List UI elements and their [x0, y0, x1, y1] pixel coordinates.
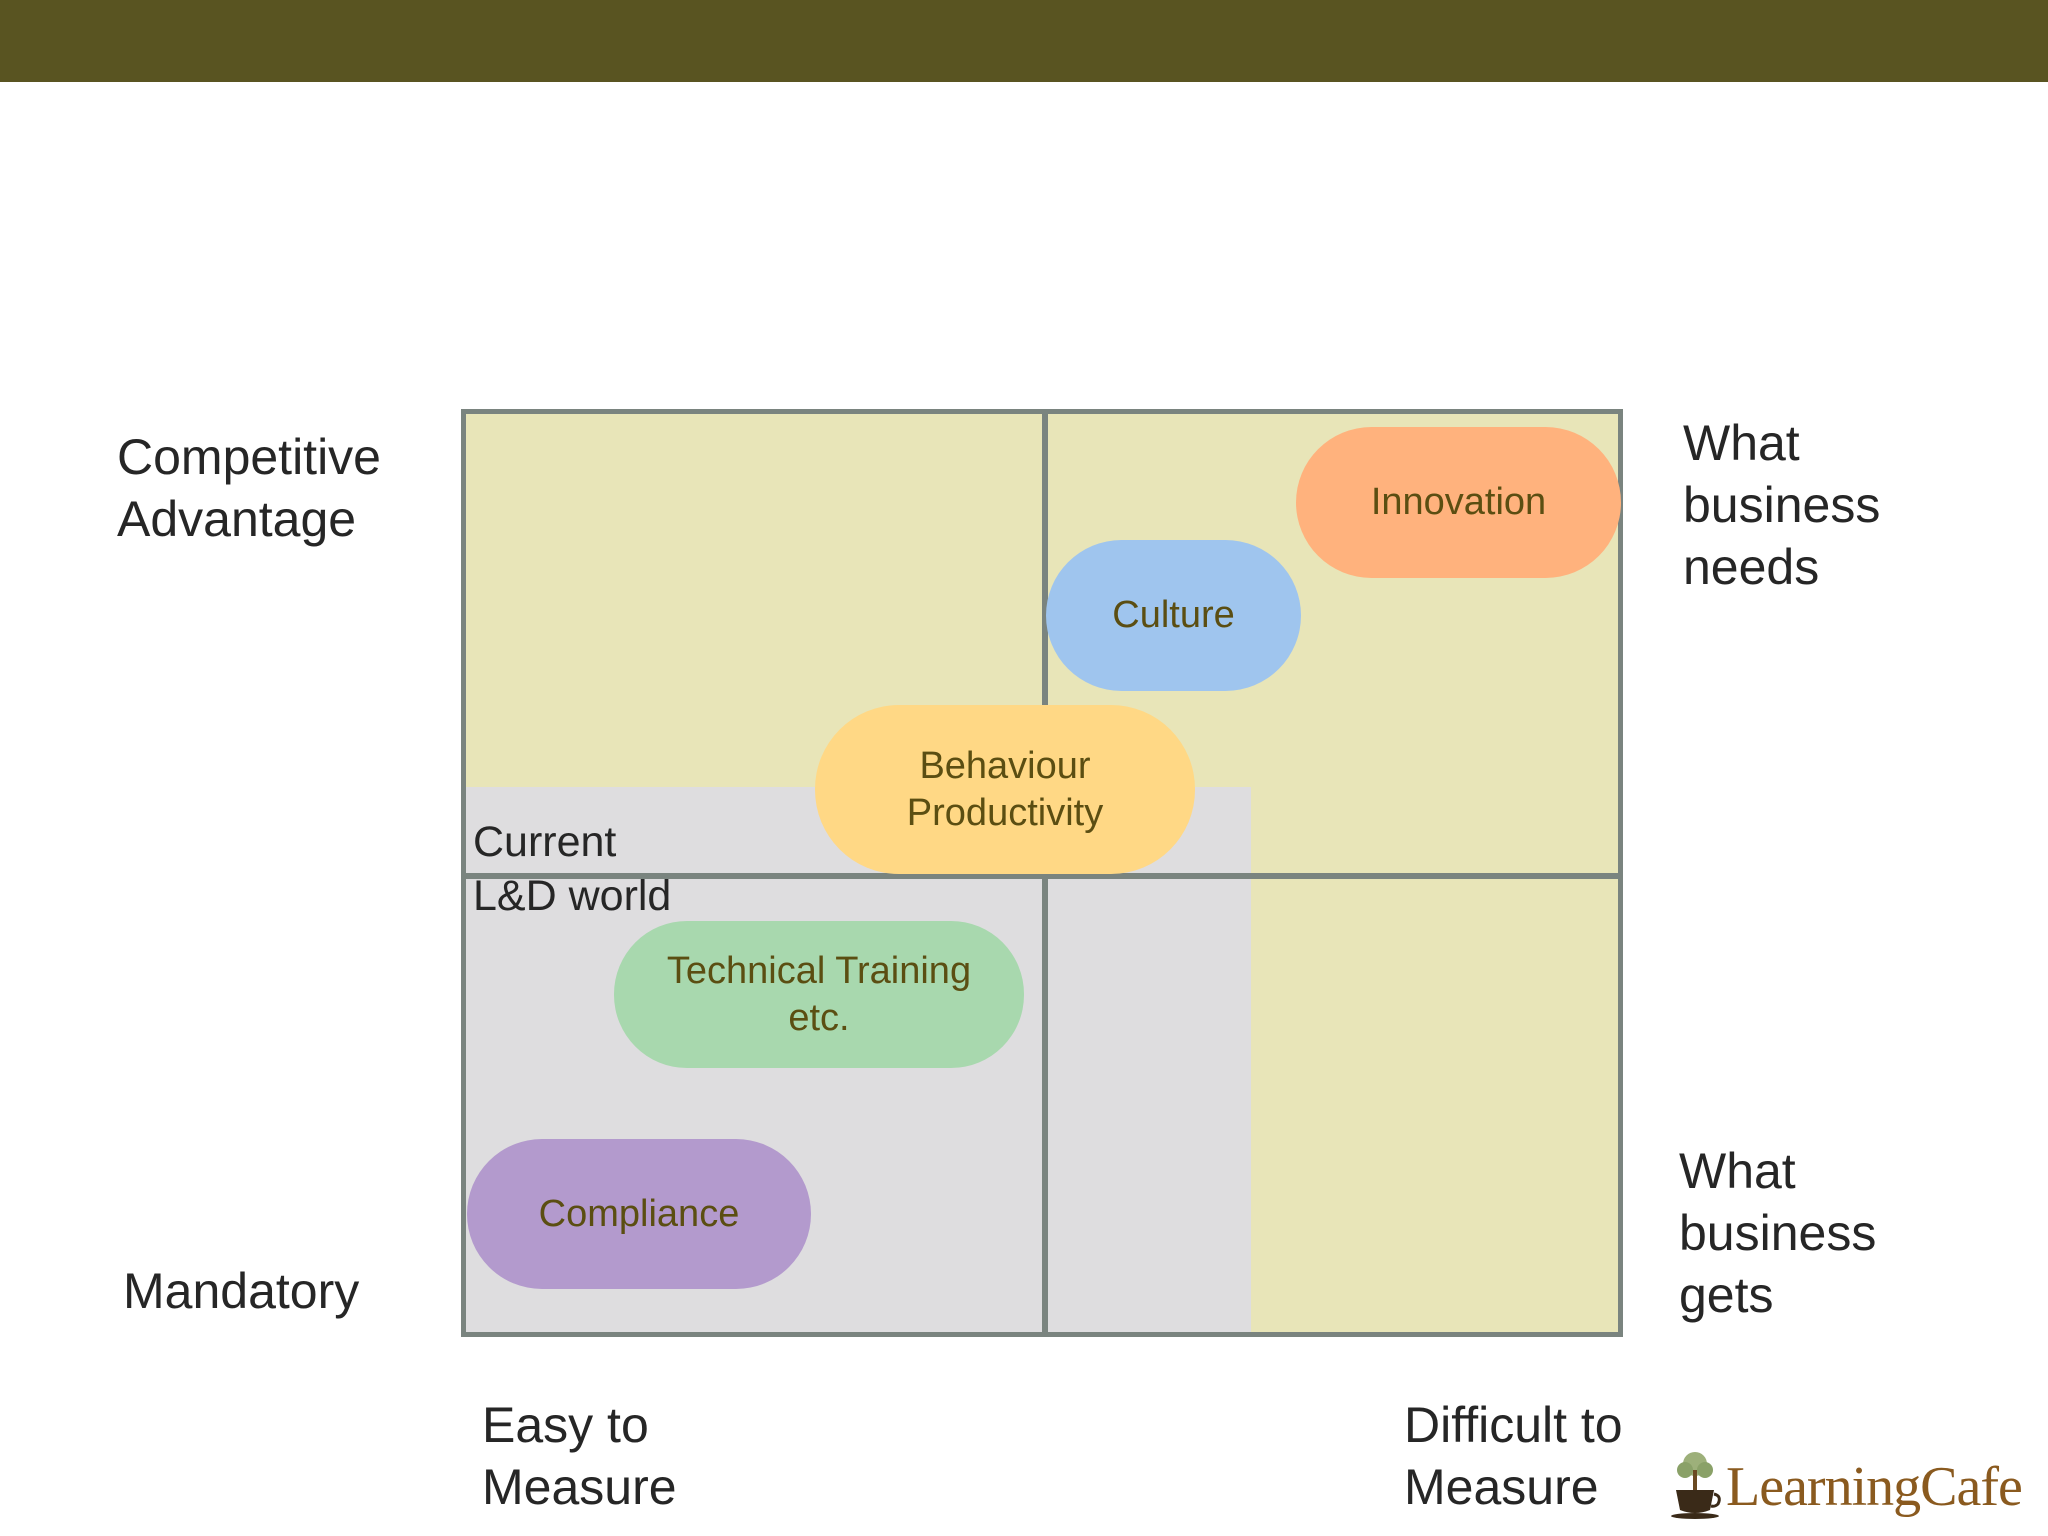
- horizontal-divider: [466, 873, 1618, 879]
- x-axis-right-label: Difficult to Measure: [1404, 1397, 1623, 1515]
- x-axis-left-label: Easy to Measure: [482, 1397, 677, 1515]
- side-label-business-needs: What business needs: [1683, 415, 1881, 595]
- innovation-pill: Innovation: [1296, 427, 1621, 578]
- culture-pill: Culture: [1046, 540, 1301, 691]
- logo-wordmark: LearningCafe: [1726, 1456, 2023, 1518]
- learningcafe-logo: LearningCafe: [1668, 1450, 2038, 1524]
- coffee-cup-tree-icon: [1668, 1450, 1722, 1525]
- behaviour-productivity-pill: Behaviour Productivity: [815, 705, 1195, 874]
- y-axis-bottom-label: Mandatory: [123, 1263, 360, 1319]
- side-label-business-gets: What business gets: [1679, 1143, 1877, 1323]
- current-ld-world-label: Current L&D world: [473, 818, 672, 920]
- top-bar: [0, 0, 2048, 82]
- y-axis-top-label: Competitive Advantage: [117, 429, 381, 547]
- compliance-pill: Compliance: [467, 1139, 811, 1289]
- technical-training-pill: Technical Training etc.: [614, 921, 1024, 1068]
